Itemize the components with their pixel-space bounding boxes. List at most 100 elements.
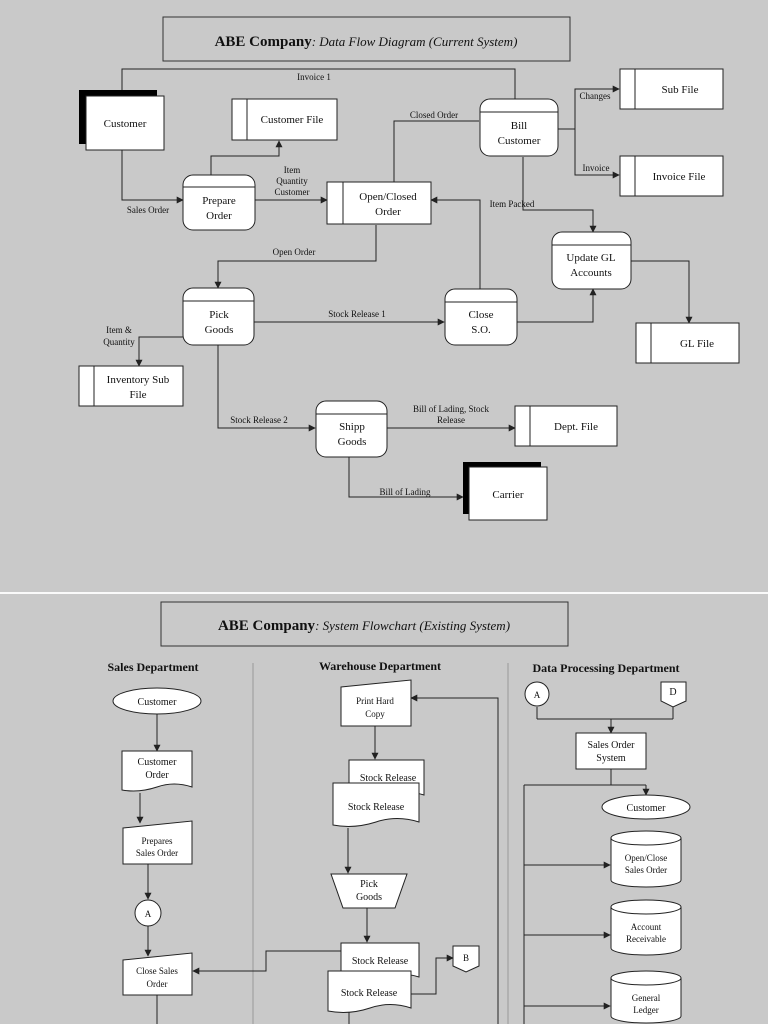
svg-text:B: B bbox=[463, 953, 469, 963]
svg-text:Customer: Customer bbox=[138, 697, 178, 708]
process-prepare-order: Prepare Order bbox=[182, 174, 256, 231]
fc-dp-offpage-connector-d: D bbox=[660, 681, 687, 708]
svg-text:Goods: Goods bbox=[356, 892, 382, 903]
label-item: Item bbox=[284, 165, 301, 175]
svg-text:Customer: Customer bbox=[138, 757, 178, 768]
label-sales-order: Sales Order bbox=[127, 205, 169, 215]
fc-sales-close-sales-order-manual-input: Close Sales Order bbox=[122, 952, 193, 996]
fc-line-to-print bbox=[410, 694, 499, 1024]
svg-text:Order: Order bbox=[206, 210, 232, 222]
fc-line-release2-to-b bbox=[411, 954, 454, 995]
entity-carrier: Carrier bbox=[463, 462, 548, 521]
flow-invoice1 bbox=[121, 68, 516, 99]
store-gl-file: GL File bbox=[635, 322, 740, 364]
process-bill-customer: Bill Customer bbox=[479, 98, 559, 157]
flow-changes bbox=[558, 85, 620, 130]
dfd-flow-labels: Invoice 1 Sales Order Item Quantity Cust… bbox=[103, 72, 611, 497]
fc-dp-connector-a: A bbox=[524, 681, 550, 707]
label-stock-release2: Stock Release 2 bbox=[230, 415, 288, 425]
svg-text:Close: Close bbox=[468, 309, 493, 321]
svg-text:Customer File: Customer File bbox=[261, 114, 324, 126]
fc-line-release2-to-close bbox=[192, 950, 341, 975]
entity-customer: Customer bbox=[79, 90, 165, 151]
svg-text:Account: Account bbox=[631, 922, 662, 932]
store-sub-file: Sub File bbox=[619, 68, 724, 110]
svg-text:Shipp: Shipp bbox=[339, 421, 365, 433]
process-update-gl-accounts: Update GL Accounts bbox=[551, 231, 632, 290]
flow-stock-release2 bbox=[217, 345, 316, 432]
label-closed-order: Closed Order bbox=[410, 110, 458, 120]
svg-text:Order: Order bbox=[375, 206, 401, 218]
svg-text:A: A bbox=[534, 690, 541, 700]
svg-text:Open/Close: Open/Close bbox=[625, 853, 668, 863]
flowchart-title: ABE Company: System Flowchart (Existing … bbox=[218, 618, 510, 634]
svg-text:General: General bbox=[632, 993, 661, 1003]
svg-text:Goods: Goods bbox=[338, 436, 367, 448]
svg-text:Inventory Sub: Inventory Sub bbox=[107, 374, 170, 386]
svg-text:File: File bbox=[129, 389, 146, 401]
svg-text:Goods: Goods bbox=[205, 324, 234, 336]
fc-dp-open-close-sales-order-disk: Open/Close Sales Order bbox=[610, 830, 682, 888]
store-customer-file: Customer File bbox=[231, 98, 338, 141]
svg-text:Receivable: Receivable bbox=[626, 934, 666, 944]
label-bill-of-lading: Bill of Lading bbox=[380, 487, 431, 497]
svg-text:Ledger: Ledger bbox=[633, 1005, 658, 1015]
fc-sales-customer-order-document: Customer Order bbox=[121, 750, 193, 792]
fc-warehouse-offpage-connector-b: B bbox=[452, 945, 480, 973]
flow-open-order bbox=[214, 225, 377, 289]
svg-text:Close Sales: Close Sales bbox=[136, 966, 178, 976]
fc-sales-prepares-sales-order-manual-input: Prepares Sales Order bbox=[122, 820, 193, 865]
svg-text:Open/Closed: Open/Closed bbox=[359, 191, 417, 203]
svg-text:Order: Order bbox=[145, 770, 169, 781]
flow-item-packed bbox=[430, 196, 481, 290]
flowchart-title-box bbox=[160, 601, 569, 647]
svg-text:Update GL: Update GL bbox=[566, 252, 615, 264]
svg-text:GL File: GL File bbox=[680, 338, 714, 350]
process-close-so: Close S.O. bbox=[444, 288, 518, 346]
svg-text:S.O.: S.O. bbox=[471, 324, 491, 336]
svg-text:A: A bbox=[145, 909, 152, 919]
flow-sales-order bbox=[121, 150, 184, 204]
svg-text:Customer: Customer bbox=[104, 118, 147, 130]
svg-text:Order: Order bbox=[147, 979, 168, 989]
flow-bill-to-update bbox=[522, 157, 597, 233]
label-item-packed: Item Packed bbox=[490, 199, 535, 209]
label-bill-of-lading-stock-2: Release bbox=[437, 415, 465, 425]
label-changes: Changes bbox=[580, 91, 611, 101]
dfd-flows bbox=[121, 68, 693, 501]
svg-text:Stock Release: Stock Release bbox=[341, 988, 398, 999]
dept-sales-header: Sales Department bbox=[108, 660, 199, 674]
label-quantity2: Quantity bbox=[103, 337, 135, 347]
svg-text:Accounts: Accounts bbox=[570, 267, 612, 279]
svg-text:Customer: Customer bbox=[627, 803, 667, 814]
label-invoice1: Invoice 1 bbox=[297, 72, 331, 82]
svg-text:Bill: Bill bbox=[511, 120, 528, 132]
svg-text:Carrier: Carrier bbox=[492, 489, 523, 501]
flow-close-to-update bbox=[517, 288, 597, 323]
svg-text:Dept. File: Dept. File bbox=[554, 421, 598, 433]
flow-invoice bbox=[574, 129, 620, 179]
fc-dp-sales-order-system-process: Sales Order System bbox=[575, 732, 647, 770]
fc-warehouse-pick-goods-manual-operation: Pick Goods bbox=[330, 873, 408, 909]
fc-warehouse-stock-release-document-front: Stock Release bbox=[332, 782, 420, 827]
store-inventory-sub-file: Inventory Sub File bbox=[78, 365, 184, 407]
process-pick-goods: Pick Goods bbox=[182, 287, 255, 346]
dfd-title: ABE Company: Data Flow Diagram (Current … bbox=[215, 34, 518, 50]
process-shipp-goods: Shipp Goods bbox=[315, 400, 388, 458]
label-quantity: Quantity bbox=[276, 176, 308, 186]
svg-text:Copy: Copy bbox=[365, 709, 385, 719]
svg-text:Prepare: Prepare bbox=[202, 195, 236, 207]
label-invoice: Invoice bbox=[583, 163, 610, 173]
label-item-and: Item & bbox=[106, 325, 132, 335]
svg-text:Stock Release: Stock Release bbox=[352, 956, 409, 967]
svg-text:Sales Order: Sales Order bbox=[588, 740, 636, 751]
label-customer: Customer bbox=[275, 187, 310, 197]
label-stock-release1: Stock Release 1 bbox=[328, 309, 386, 319]
fc-warehouse-stock-release-document-front-2: Stock Release bbox=[327, 970, 412, 1013]
svg-text:Sales Order: Sales Order bbox=[625, 865, 667, 875]
dept-data-processing-header: Data Processing Department bbox=[532, 661, 679, 675]
fc-sales-connector-a: A bbox=[134, 899, 162, 927]
label-bill-of-lading-stock-1: Bill of Lading, Stock bbox=[413, 404, 489, 414]
flow-bill-of-lading bbox=[348, 457, 464, 501]
